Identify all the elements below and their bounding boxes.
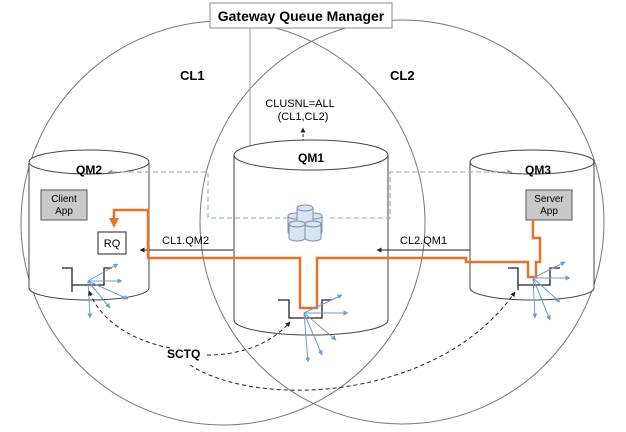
client-app-line2: App — [55, 206, 73, 217]
channel-cl2-qm1-label: CL2.QM1 — [400, 235, 447, 247]
qm2-fanout-arrows — [87, 263, 129, 319]
rq-label: RQ — [104, 238, 121, 250]
qm2-label: QM2 — [76, 163, 102, 177]
sctq-pointer-qm2 — [88, 290, 171, 349]
qm1-fanout-arrows — [303, 294, 349, 363]
qm1-cylinder — [233, 139, 389, 336]
repository-link-qm2 — [107, 169, 288, 219]
cluster-cl2-label: CL2 — [390, 68, 415, 83]
qm3-xmitq-tray — [508, 267, 560, 290]
title-box — [209, 2, 393, 29]
client-app-line1: Client — [51, 194, 77, 205]
title-text: Gateway Queue Manager — [218, 8, 385, 24]
server-app-line1: Server — [534, 194, 564, 205]
server-app-box — [525, 189, 573, 221]
repository-icon — [287, 204, 323, 242]
namelist-line2: (CL1,CL2) — [278, 111, 329, 123]
sctq-pointer-qm3 — [189, 291, 516, 391]
sctq-pointer-qm1 — [206, 321, 291, 356]
rq-queue-box — [97, 231, 127, 255]
namelist-line1: CLUSNL=ALL — [265, 98, 334, 110]
sctq-label: SCTQ — [167, 347, 200, 361]
qm1-xmitq-tray — [278, 299, 332, 319]
client-app-box — [40, 189, 88, 221]
message-route — [109, 208, 542, 310]
qm3-label: QM3 — [525, 163, 551, 177]
cluster-cl1-label: CL1 — [180, 68, 205, 83]
cluster-cl2-circle — [199, 19, 605, 425]
server-app-line2: App — [540, 206, 558, 217]
qm3-fanout-arrows — [532, 261, 571, 321]
channel-cl1-qm2-label: CL1.QM2 — [162, 235, 209, 247]
repository-link-qm3 — [330, 169, 513, 219]
qm1-label: QM1 — [298, 151, 324, 165]
